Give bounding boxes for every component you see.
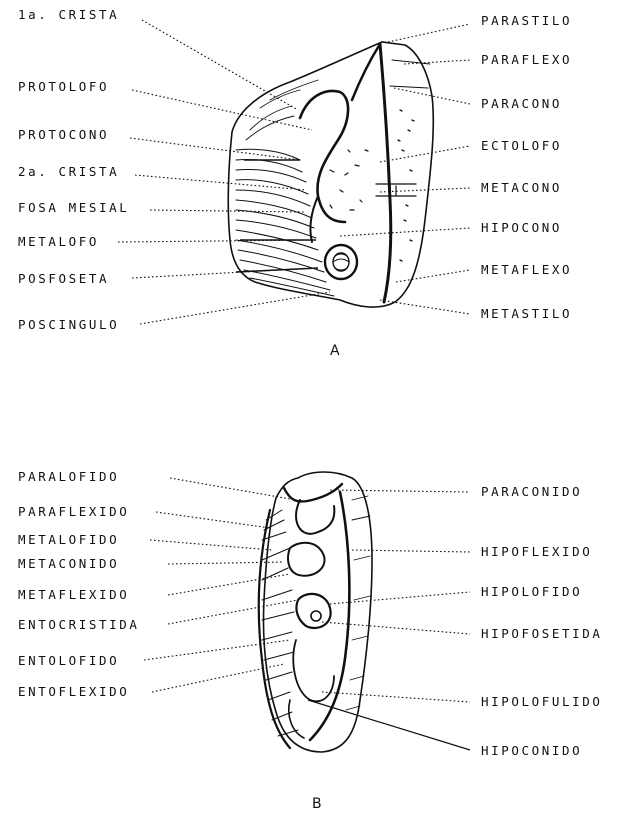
- label-hipofosetida: HIPOFOSETIDA: [481, 627, 603, 641]
- label-hipoconido: HIPOCONIDO: [481, 744, 582, 758]
- label-metacono: METACONO: [481, 181, 562, 195]
- label-hipolofido: HIPOLOFIDO: [481, 585, 582, 599]
- molar-b-outline: [259, 472, 372, 752]
- molar-a-outline: [228, 42, 433, 307]
- label-paraconido: PARACONIDO: [481, 485, 582, 499]
- label-metastilo: METASTILO: [481, 307, 572, 321]
- label-metaconido: METACONIDO: [18, 557, 119, 571]
- label-posfoseta: POSFOSETA: [18, 272, 109, 286]
- label-entolofido: ENTOLOFIDO: [18, 654, 119, 668]
- figure-a-caption: A: [330, 343, 340, 359]
- label-2a-crista: 2a. CRISTA: [18, 165, 119, 179]
- leader-lines-a: [118, 20, 470, 324]
- label-1a-crista: 1a. CRISTA: [18, 8, 119, 22]
- label-hipocono: HIPOCONO: [481, 221, 562, 235]
- label-hipoflexido: HIPOFLEXIDO: [481, 545, 592, 559]
- label-parastilo: PARASTILO: [481, 14, 572, 28]
- label-ectolofo: ECTOLOFO: [481, 139, 562, 153]
- leader-lines-b: [144, 478, 470, 702]
- label-paraflexo: PARAFLEXO: [481, 53, 572, 67]
- label-paralofido: PARALOFIDO: [18, 470, 119, 484]
- label-hipolofulido: HIPOLOFULIDO: [481, 695, 603, 709]
- label-fosa-mesial: FOSA MESIAL: [18, 201, 129, 215]
- label-entocristida: ENTOCRISTIDA: [18, 618, 140, 632]
- label-metaflexo: METAFLEXO: [481, 263, 572, 277]
- figure-b-caption: B: [312, 796, 322, 812]
- label-protolofo: PROTOLOFO: [18, 80, 109, 94]
- label-entoflexido: ENTOFLEXIDO: [18, 685, 129, 699]
- label-metalofido: METALOFIDO: [18, 533, 119, 547]
- label-paraflexido: PARAFLEXIDO: [18, 505, 129, 519]
- label-metalofo: METALOFO: [18, 235, 99, 249]
- label-protocono: PROTOCONO: [18, 128, 109, 142]
- label-poscingulo: POSCINGULO: [18, 318, 119, 332]
- label-paracono: PARACONO: [481, 97, 562, 111]
- label-metaflexido: METAFLEXIDO: [18, 588, 129, 602]
